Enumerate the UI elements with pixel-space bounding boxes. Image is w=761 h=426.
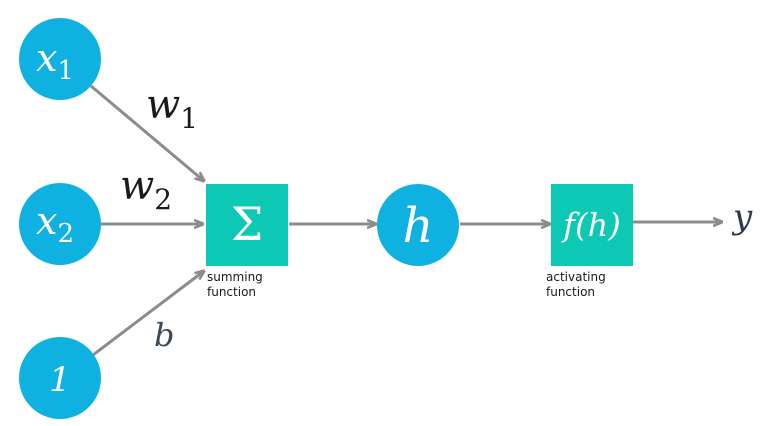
activating-caption-line-2: function: [546, 285, 596, 299]
summing-caption-line-1: summing: [207, 270, 263, 284]
connections: [90, 84, 722, 357]
input-node-x2: x2: [19, 183, 101, 265]
activation-function-rect: [551, 184, 633, 266]
summing-function-rect: [206, 184, 288, 266]
hidden-node-h-label: h: [403, 198, 434, 254]
summing-caption-line-2: function: [207, 285, 257, 299]
activating-caption-line-1: activating: [546, 270, 606, 284]
activating-function-caption: activating function: [546, 270, 606, 300]
summing-function-box: Σ: [206, 184, 288, 266]
arrow-bias-to-sum: [92, 271, 204, 357]
activation-function-label: f(h): [561, 206, 620, 244]
input-node-x2-circle: [19, 183, 101, 265]
bias-node-circle: [19, 337, 101, 419]
bias-weight-label: b: [154, 316, 174, 354]
weight-w1-label: w1: [146, 82, 198, 135]
input-node-x1-label: x1: [36, 36, 74, 86]
input-node-x1-circle: [19, 18, 101, 100]
bias-node: 1: [19, 337, 101, 419]
hidden-node-h-circle: [377, 184, 459, 266]
hidden-node-h: h: [377, 184, 459, 266]
weight-w2-label: w2: [120, 163, 172, 216]
arrow-x1-to-sum: [90, 84, 204, 181]
output-label-y: y: [731, 197, 753, 237]
bias-node-label: 1: [49, 360, 71, 400]
summing-function-caption: summing function: [207, 270, 263, 300]
input-node-x1: x1: [19, 18, 101, 100]
sigma-icon: Σ: [231, 197, 264, 251]
input-node-x2-label: x2: [36, 199, 74, 249]
activation-function-box: f(h): [551, 184, 633, 266]
